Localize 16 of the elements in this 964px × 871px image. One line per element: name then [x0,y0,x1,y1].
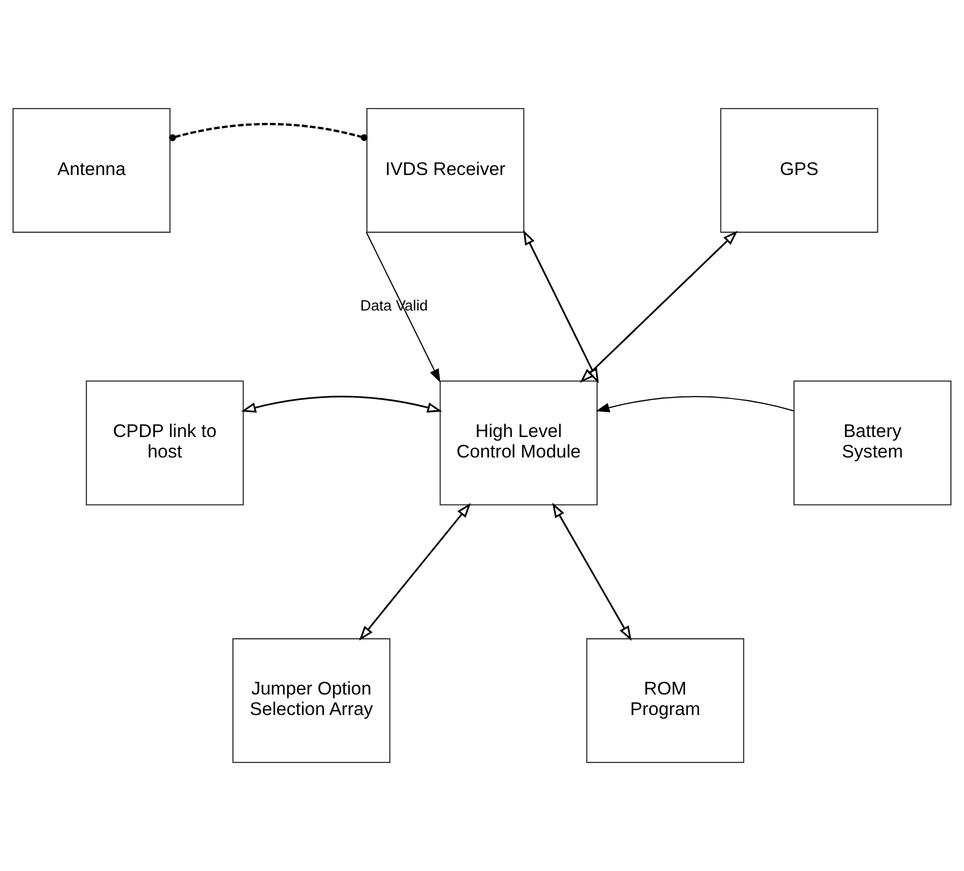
node-box: Battery System [793,380,952,506]
arrow [552,502,632,641]
node-box: Antenna [12,108,171,233]
node-box: IVDS Receiver [366,108,524,233]
arrow [596,396,794,412]
arrow [366,232,440,383]
connector [169,122,368,142]
arrow [523,230,599,384]
node-box: CPDP link to host [86,380,244,506]
node-box: ROM Program [586,638,744,763]
node-box: High Level Control Module [440,380,598,506]
node-box: Jumper Option Selection Array [232,638,390,763]
arrow [580,230,738,383]
arrow [241,396,442,413]
arrow [359,502,471,641]
node-box: GPS [720,108,878,233]
